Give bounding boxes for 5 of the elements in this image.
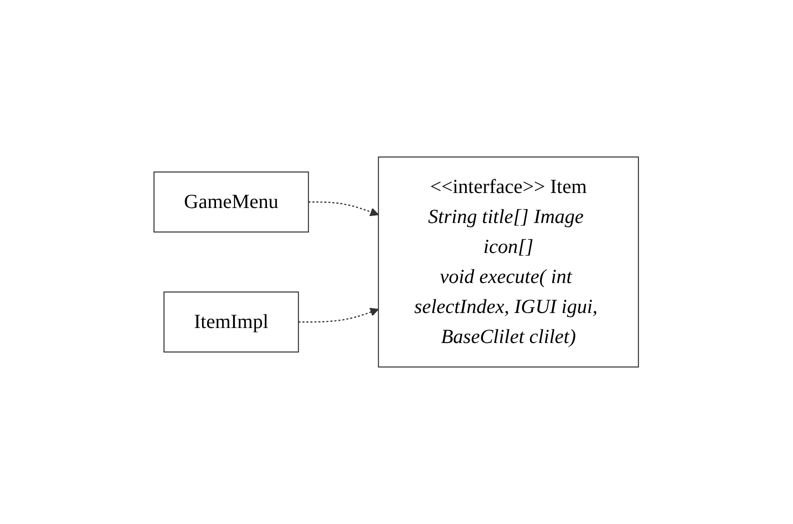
arrow bbox=[308, 201, 380, 216]
arrow bbox=[298, 308, 380, 323]
node-box: GameMenu bbox=[154, 172, 310, 232]
node-box: ItemImpl bbox=[164, 292, 300, 352]
node-box: <<interface>> Item String title[] Image icon[] void execute( int selectIndex, IGUI igui, BaseClilet clilet) bbox=[378, 156, 640, 368]
